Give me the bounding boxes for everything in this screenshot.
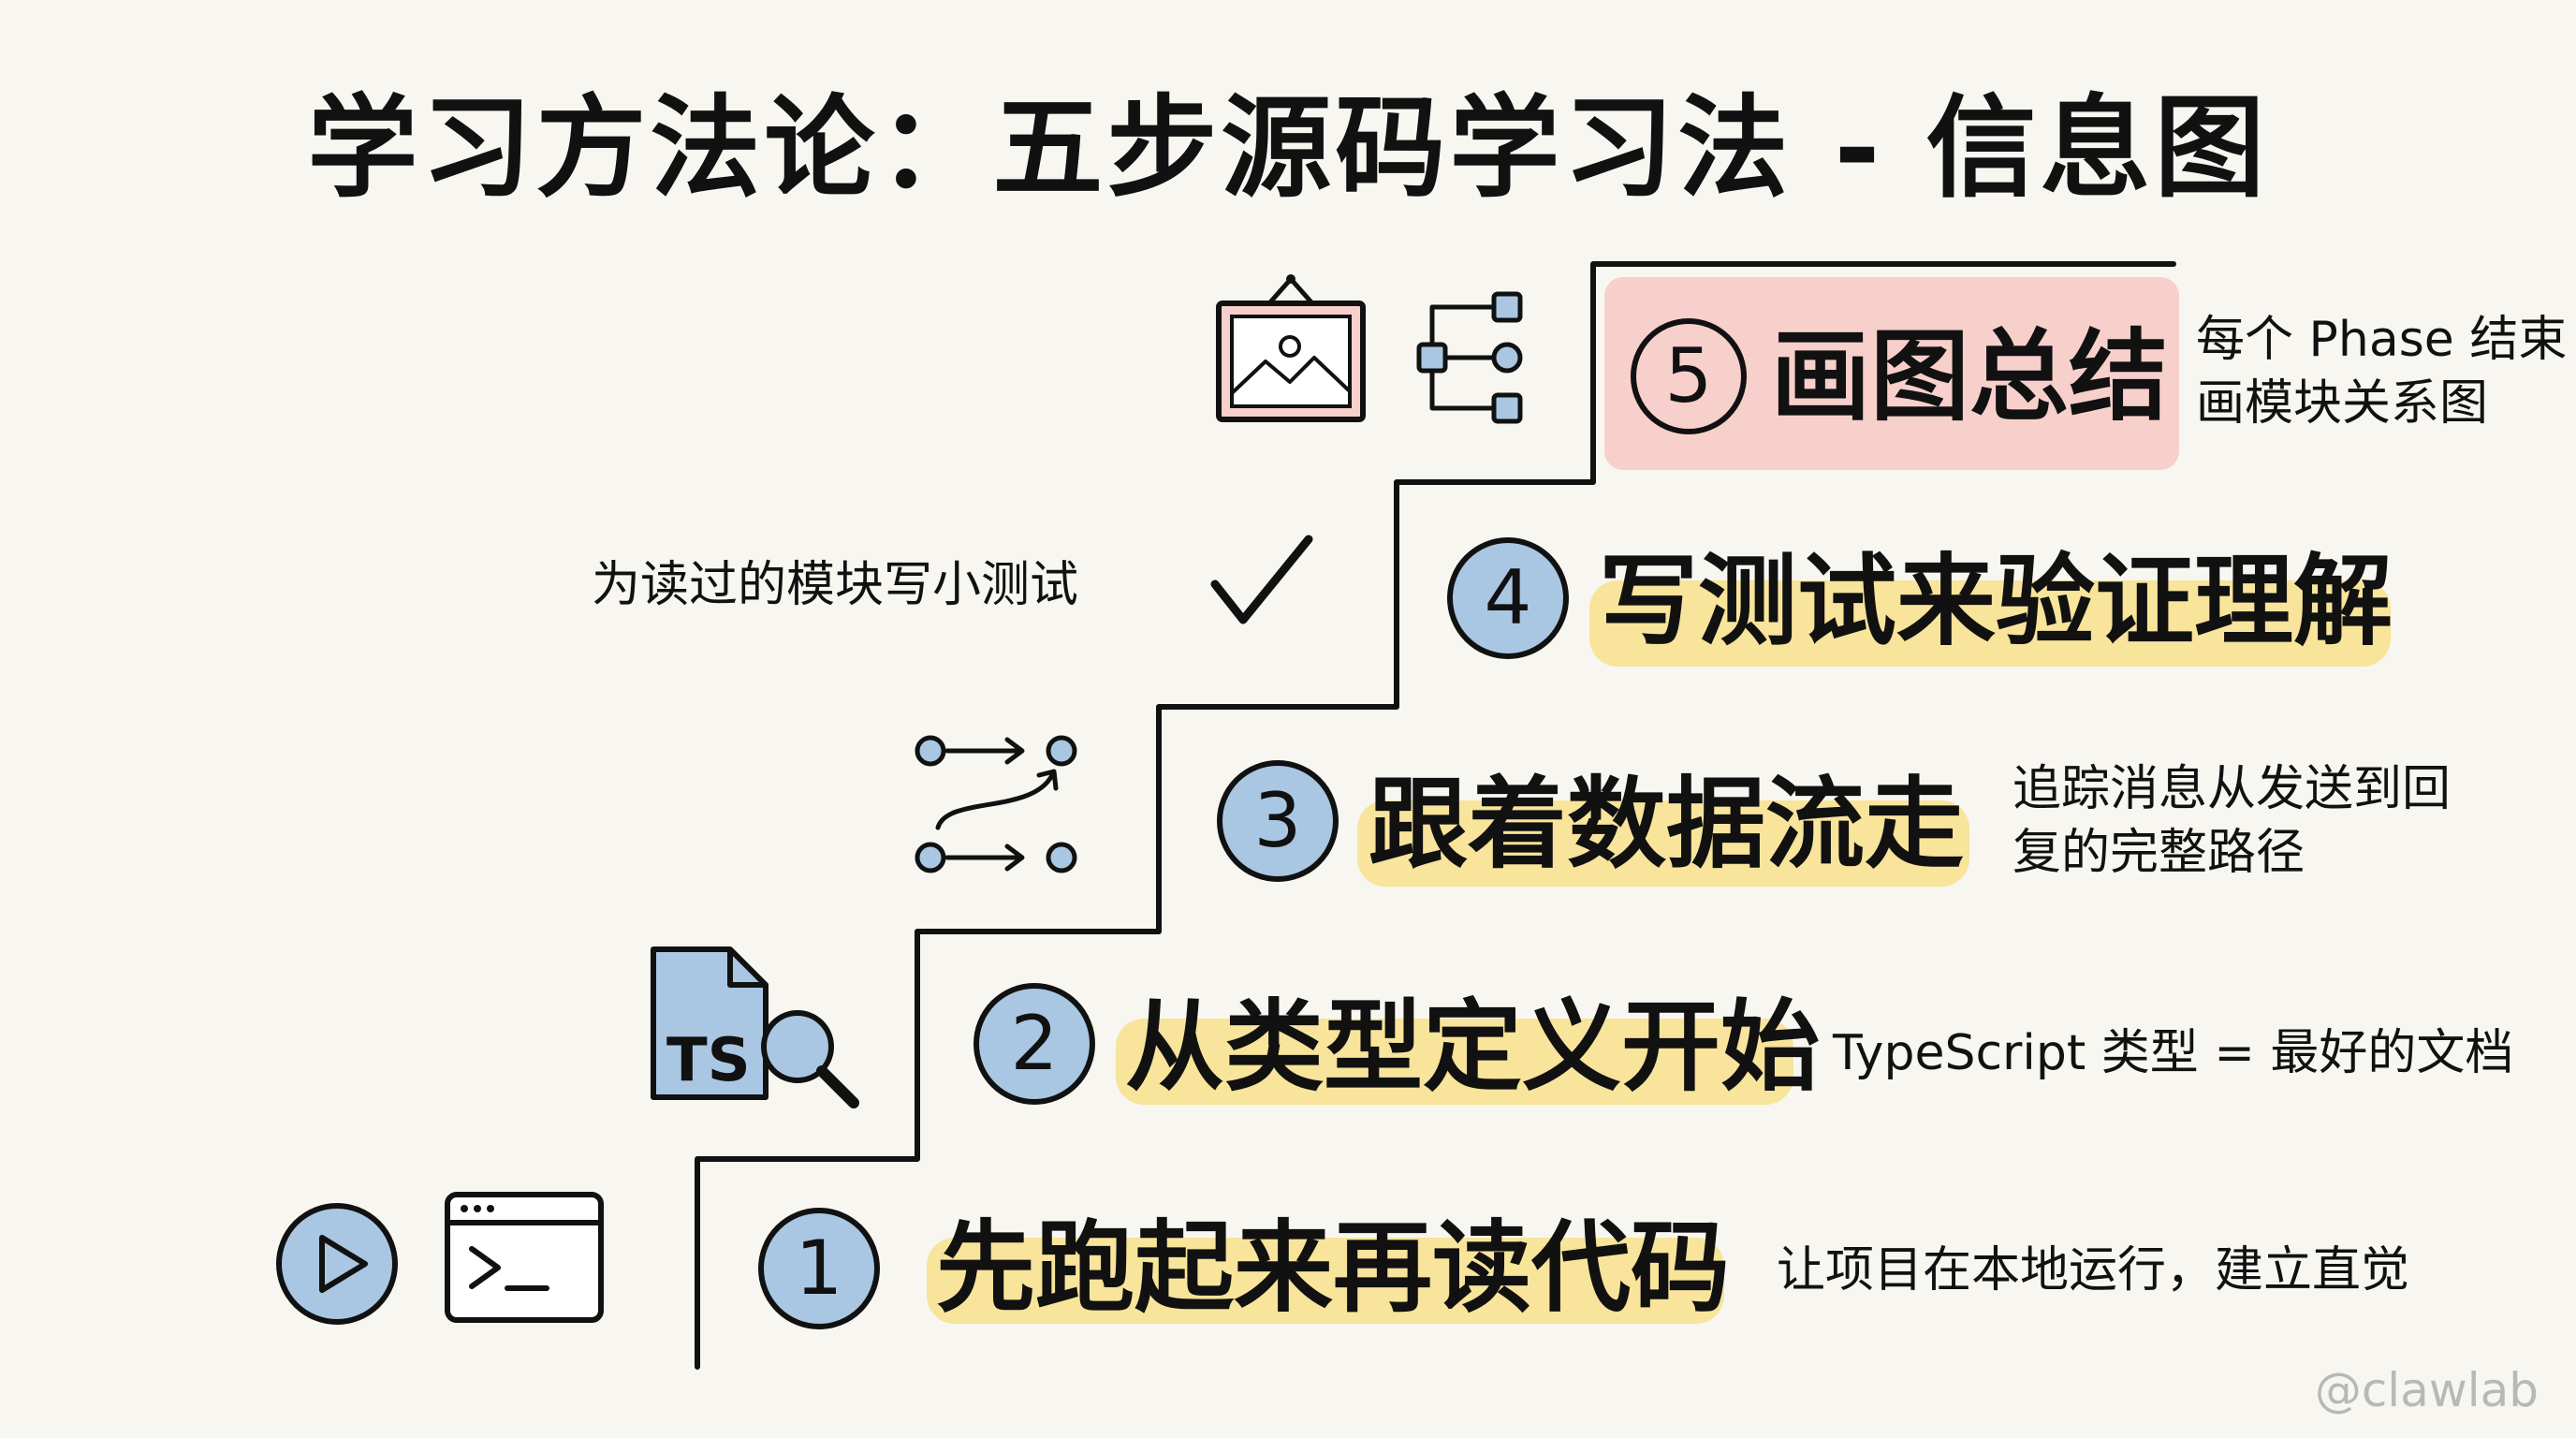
step1-highlight <box>927 1238 1724 1324</box>
play-icon <box>276 1203 398 1325</box>
ts-badge-text: TS <box>666 1026 751 1095</box>
step1-number: 1 <box>758 1208 880 1329</box>
step1-title: 先跑起来再读代码 <box>936 1211 1730 1326</box>
picture-frame-icon <box>1216 274 1366 422</box>
checkmark-icon <box>1210 535 1313 624</box>
step3-number: 3 <box>1217 760 1339 882</box>
step2-highlight <box>1116 1019 1793 1105</box>
step3-desc-line2: 复的完整路径 <box>2012 825 2305 881</box>
step4-title: 写测试来验证理解 <box>1599 544 2393 659</box>
step5-title: 画图总结 <box>1771 319 2168 434</box>
step1-desc: 让项目在本地运行，建立直觉 <box>1777 1242 2410 1299</box>
step3-highlight <box>1357 800 1969 887</box>
step5-desc-line1: 每个 Phase 结束 <box>2196 312 2568 368</box>
data-flow-icon <box>915 735 1077 873</box>
terminal-icon <box>445 1192 604 1323</box>
step2-title: 从类型定义开始 <box>1125 990 1820 1105</box>
step4-desc: 为读过的模块写小测试 <box>592 557 1079 613</box>
step4-number: 4 <box>1447 537 1569 659</box>
step2-desc: TypeScript 类型 = 最好的文档 <box>1833 1025 2514 1081</box>
page-title: 学习方法论：五步源码学习法 - 信息图 <box>307 83 2269 213</box>
ts-file-search-icon: TS <box>651 946 859 1108</box>
step3-desc-line1: 追踪消息从发送到回 <box>2012 761 2452 817</box>
watermark: @clawlab <box>2314 1363 2539 1417</box>
step5-number: 5 <box>1631 318 1747 434</box>
step4-highlight <box>1589 580 2391 667</box>
step2-number: 2 <box>973 983 1095 1105</box>
diagram-icon <box>1416 291 1523 424</box>
step5-desc-line2: 画模块关系图 <box>2196 375 2489 432</box>
step3-title: 跟着数据流走 <box>1368 767 1964 882</box>
